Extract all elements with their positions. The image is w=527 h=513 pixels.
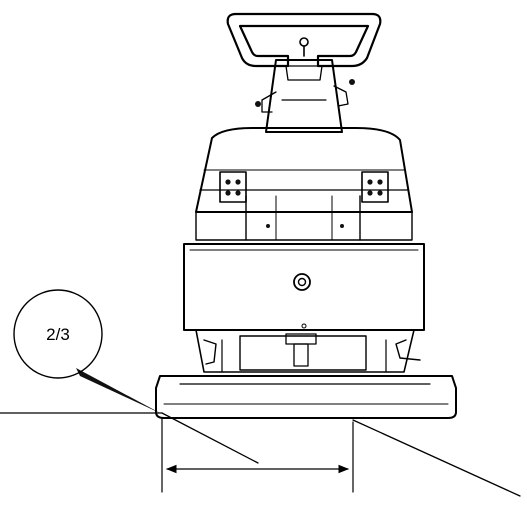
front-cover [183, 243, 425, 331]
callout-circle-icon: 2/3 [13, 289, 103, 379]
column [255, 59, 355, 133]
callout-pointer [76, 368, 162, 414]
callout-label: 2/3 [46, 325, 70, 344]
engine-body [195, 127, 413, 241]
left-control-block [219, 171, 247, 203]
right-control-block [361, 171, 389, 203]
lower-frame [195, 323, 421, 373]
base-plate [155, 375, 457, 419]
ground-lines [0, 412, 521, 497]
handle [226, 12, 382, 68]
width-dimension [161, 417, 354, 493]
plate-compactor-icon [155, 12, 457, 419]
